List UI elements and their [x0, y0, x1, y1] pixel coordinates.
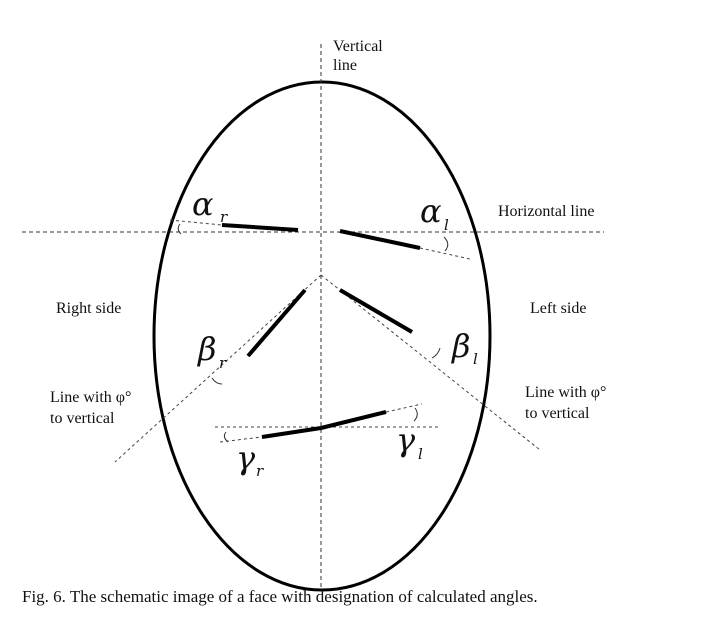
alpha-r-extension	[169, 219, 223, 226]
alpha-r-arc	[177, 223, 182, 235]
beta-r-symbol: β	[197, 330, 217, 368]
vertical-label-line2: line	[333, 57, 357, 74]
gamma-l-extension	[385, 403, 423, 413]
gamma-r-arc	[223, 431, 229, 443]
nose-right-segment	[246, 288, 307, 358]
phi-right-label-line1: Line with φ°	[50, 389, 131, 406]
eyebrow-right-segment	[221, 223, 299, 232]
beta-l-symbol: β	[451, 327, 471, 365]
beta-r-subscript: r	[219, 354, 227, 372]
phi-line-left	[320, 274, 541, 451]
right-side-label: Right side	[56, 300, 121, 317]
left-side-label: Left side	[530, 300, 586, 317]
gamma-r-subscript: r	[256, 462, 264, 480]
gamma-r-symbol: γ	[236, 439, 256, 477]
figure-caption: Fig. 6. The schematic image of a face wi…	[22, 587, 538, 606]
alpha-l-arc	[443, 236, 449, 252]
alpha-l-subscript: l	[444, 216, 449, 234]
mouth-right-segment	[261, 426, 322, 439]
alpha-r-symbol: α	[192, 185, 214, 223]
gamma-l-symbol: γ	[396, 421, 416, 459]
beta-r-arc	[211, 377, 223, 385]
vertical-label-line1: Vertical	[333, 38, 383, 55]
phi-line-right	[114, 274, 322, 463]
phi-left-label-line1: Line with φ°	[525, 384, 606, 401]
beta-l-arc	[431, 347, 441, 359]
alpha-l-extension	[419, 247, 471, 260]
phi-left-label-line2: to vertical	[525, 405, 590, 422]
beta-l-subscript: l	[473, 350, 478, 368]
alpha-l-symbol: α	[420, 192, 442, 230]
gamma-l-arc	[413, 407, 418, 422]
face-ellipse	[152, 80, 492, 592]
nose-left-segment	[338, 288, 414, 334]
eyebrow-left-segment	[339, 229, 421, 250]
phi-right-label-line2: to vertical	[50, 410, 115, 427]
gamma-l-subscript: l	[418, 445, 423, 463]
horizontal-label: Horizontal line	[498, 203, 594, 220]
mouth-left-segment	[320, 410, 387, 430]
alpha-r-subscript: r	[220, 208, 228, 226]
